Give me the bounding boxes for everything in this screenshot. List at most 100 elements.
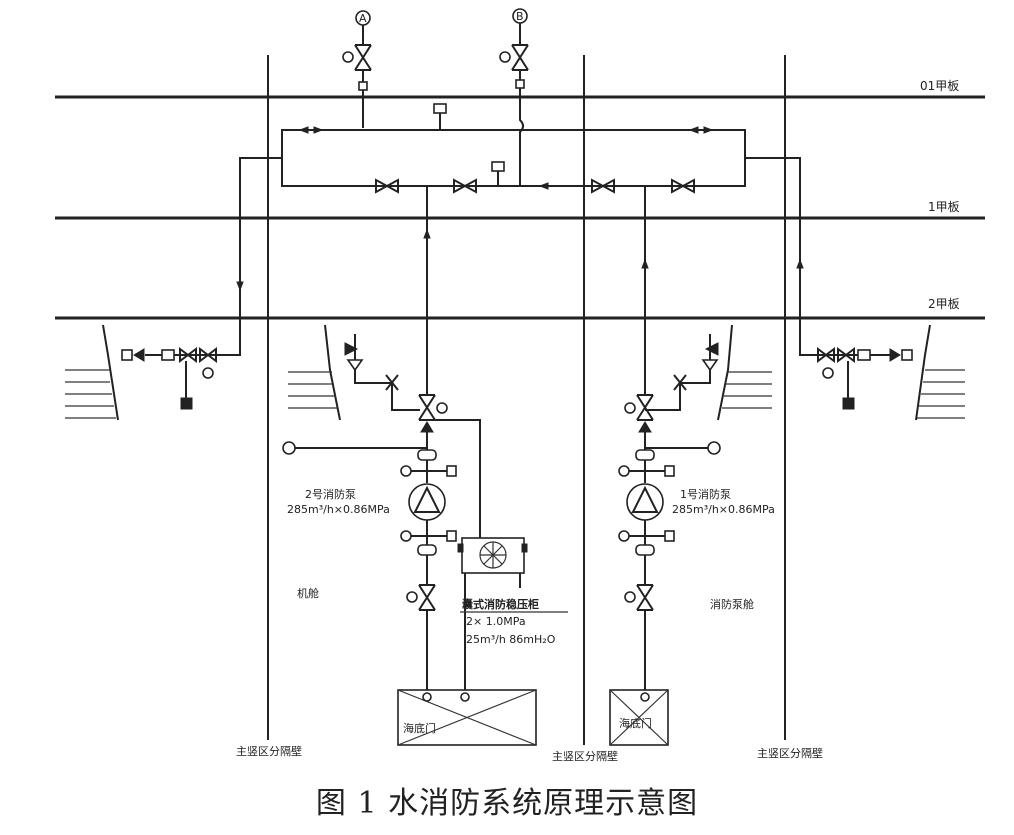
check-valve-icon bbox=[638, 421, 652, 433]
instrument-a-label: A bbox=[359, 12, 367, 25]
flow-arrow-icon bbox=[688, 126, 714, 134]
pump1-name: 1号消防泵 bbox=[680, 487, 731, 501]
flow-arrow-icon bbox=[236, 281, 244, 292]
suction-icon bbox=[460, 692, 470, 702]
flow-arrow-icon bbox=[538, 182, 549, 190]
remote-control-box-icon bbox=[180, 397, 193, 410]
flex-joint-icon bbox=[417, 449, 437, 461]
flex-joint-icon bbox=[417, 544, 437, 556]
pump2-name: 2号消防泵 bbox=[305, 487, 356, 501]
pressure-tank-spec2: 25m³/h 86mH₂O bbox=[466, 633, 556, 646]
actuator-icon bbox=[499, 51, 511, 63]
deck-1-label: 1甲板 bbox=[928, 200, 960, 214]
gate-valve-icon bbox=[591, 178, 615, 194]
instrument-b-label: B bbox=[516, 10, 524, 23]
pressure-gauge-icon bbox=[282, 441, 296, 455]
sea-chest-left bbox=[397, 689, 537, 746]
suction-valve-icon bbox=[636, 584, 654, 611]
pump2-spec: 285m³/h×0.86MPa bbox=[287, 503, 390, 516]
pressure-switch-icon bbox=[491, 161, 505, 172]
valve-icon bbox=[511, 44, 529, 71]
valve-icon bbox=[385, 374, 399, 391]
gate-valve-icon bbox=[671, 178, 695, 194]
pump2-line bbox=[282, 186, 481, 690]
water-tank-right bbox=[917, 369, 965, 419]
bulkhead-right-label: 主竖区分隔壁 bbox=[757, 746, 823, 760]
valve-icon bbox=[701, 359, 719, 372]
figure-caption: 图 1 水消防系统原理示意图 bbox=[315, 786, 699, 821]
water-tank-left bbox=[65, 369, 116, 419]
actuator-icon bbox=[624, 591, 636, 603]
pump1-line bbox=[618, 186, 721, 690]
deck-01-label: 01甲板 bbox=[920, 79, 959, 93]
sea-chest-right bbox=[609, 689, 669, 746]
sensor-icon bbox=[446, 530, 457, 542]
flow-arrow-icon bbox=[423, 228, 431, 239]
pump1-spec: 285m³/h×0.86MPa bbox=[672, 503, 775, 516]
actuator-icon bbox=[822, 367, 834, 379]
connector-icon bbox=[515, 79, 525, 89]
sensor-icon bbox=[664, 530, 675, 542]
sea-chest-left-label: 海底门 bbox=[403, 721, 436, 735]
actuator-icon bbox=[342, 51, 354, 63]
flex-joint-icon bbox=[635, 544, 655, 556]
right-overboard-line bbox=[745, 157, 965, 421]
relief-valve-icon bbox=[704, 342, 719, 356]
relief-valve-icon bbox=[344, 342, 359, 356]
pressure-gauge-icon bbox=[707, 441, 721, 455]
pressure-gauge-icon bbox=[400, 465, 412, 477]
pressure-gauge-icon bbox=[400, 530, 412, 542]
discharge-valve-icon bbox=[636, 394, 654, 421]
suction-icon bbox=[422, 692, 432, 702]
strainer-icon bbox=[857, 349, 871, 361]
fire-main-loop bbox=[281, 129, 746, 187]
engine-room-tank bbox=[288, 324, 420, 421]
left-overboard-line bbox=[65, 157, 282, 421]
instrument-a: A bbox=[342, 10, 372, 128]
fire-main-ring bbox=[281, 103, 746, 194]
bulkhead-left-label: 主竖区分隔壁 bbox=[236, 744, 302, 758]
pressure-tank-unit bbox=[457, 537, 528, 690]
flow-arrow-icon bbox=[641, 258, 649, 269]
actuator-icon bbox=[436, 402, 448, 414]
fire-water-system-diagram: 01甲板 1甲板 2甲板 主竖区分隔壁 主竖区分隔壁 主竖区分隔壁 A B bbox=[55, 8, 985, 763]
flow-arrow-icon bbox=[298, 126, 324, 134]
pressure-tank-name: 囊式消防稳压柜 bbox=[461, 597, 539, 611]
valve-icon bbox=[346, 359, 364, 372]
strainer-icon bbox=[161, 349, 175, 361]
check-valve-icon bbox=[420, 421, 434, 433]
gate-valve-icon bbox=[375, 178, 399, 194]
pressure-switch-icon bbox=[433, 103, 447, 114]
pressure-gauge-icon bbox=[618, 465, 630, 477]
connector-icon bbox=[121, 349, 133, 361]
connector-icon bbox=[358, 81, 368, 91]
engine-room-label: 机舱 bbox=[297, 586, 319, 600]
pressure-gauge-icon bbox=[618, 530, 630, 542]
valve-icon bbox=[673, 374, 687, 391]
actuator-icon bbox=[624, 402, 636, 414]
gate-valve-icon bbox=[179, 347, 197, 363]
gate-valve-icon bbox=[199, 347, 217, 363]
discharge-valve-icon bbox=[418, 394, 436, 421]
remote-control-box-icon bbox=[842, 397, 855, 410]
sea-chest-right-label: 海底门 bbox=[619, 716, 652, 730]
pressure-tank-spec1: 2× 1.0MPa bbox=[466, 615, 526, 628]
connector-icon bbox=[901, 349, 913, 361]
deck-2-label: 2甲板 bbox=[928, 297, 960, 311]
valve-icon bbox=[354, 44, 372, 71]
actuator-icon bbox=[406, 591, 418, 603]
instrument-b: B bbox=[499, 8, 529, 186]
gate-valve-icon bbox=[453, 178, 477, 194]
sensor-icon bbox=[664, 465, 675, 477]
bulkhead-middle-label: 主竖区分隔壁 bbox=[552, 749, 618, 763]
pressure-tank-icon bbox=[480, 542, 506, 568]
suction-valve-icon bbox=[418, 584, 436, 611]
suction-icon bbox=[640, 692, 650, 702]
fire-pump-room-label: 消防泵舱 bbox=[710, 597, 754, 611]
actuator-icon bbox=[202, 367, 214, 379]
sensor-icon bbox=[446, 465, 457, 477]
flex-joint-icon bbox=[635, 449, 655, 461]
check-valve-icon bbox=[133, 348, 145, 362]
flow-arrow-icon bbox=[796, 258, 804, 269]
bulkheads bbox=[267, 55, 786, 745]
